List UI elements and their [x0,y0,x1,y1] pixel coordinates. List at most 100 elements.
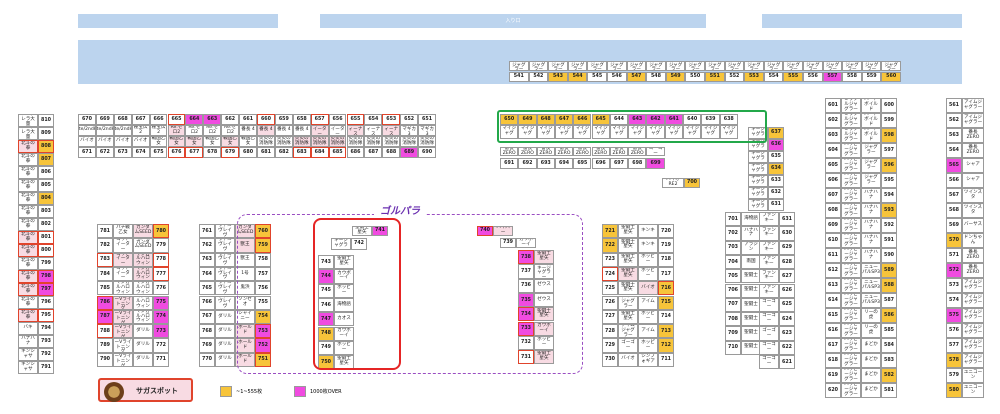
left-model-cell[interactable]: バキ [18,322,38,335]
model-cell[interactable]: マジカルハロウィン [133,309,153,325]
col637-model-cell[interactable]: ファンキージャグラー [748,127,768,139]
model-cell[interactable]: ニューパルSP3 [861,293,881,308]
number-cell[interactable]: 613 [825,278,841,293]
number-cell[interactable]: 567 [946,188,962,203]
number-cell[interactable]: 752 [255,338,271,353]
upper-number-cell[interactable]: 682 [274,147,293,158]
model-cell[interactable]: 聖闘士星矢 [534,307,554,322]
model-cell[interactable]: ガンダムSEED [133,238,153,253]
number-cell[interactable]: 564 [946,143,962,158]
number-cell[interactable]: 578 [946,353,962,368]
number-cell[interactable]: 743 [318,255,334,270]
number-cell[interactable]: 765 [199,281,215,296]
model-cell[interactable]: ゼウス [534,278,554,293]
upper-number-cell[interactable]: 667 [131,114,150,125]
upper-number-cell[interactable]: 672 [95,147,114,158]
upper-number-cell[interactable]: 668 [113,114,132,125]
green-number-cell[interactable]: 644 [609,114,629,125]
number-cell[interactable]: 609 [825,218,841,233]
top-number-cell[interactable]: 559 [861,72,882,82]
number-cell[interactable]: 581 [881,383,897,398]
number-cell[interactable]: 779 [153,238,169,253]
number-cell[interactable]: 773 [153,324,169,339]
model-cell[interactable]: ソンセオ [235,295,255,310]
left-model-cell[interactable]: 北斗の拳 [18,140,38,153]
upper-number-cell[interactable]: 655 [346,114,365,125]
left-number-cell[interactable]: 810 [38,114,54,127]
number-cell[interactable]: 710 [725,340,741,355]
left-model-cell[interactable]: シンデレラ大量 [18,114,38,127]
green-number-cell[interactable]: 691 [500,158,519,169]
upper-model-cell[interactable]: 番長 4 [239,125,257,136]
upper-number-cell[interactable]: 653 [382,114,401,125]
top-number-cell[interactable]: 552 [724,72,745,82]
number-cell[interactable]: 629 [779,240,795,255]
green-number-cell[interactable]: 641 [664,114,683,125]
number-cell[interactable]: 714 [658,309,674,325]
model-cell[interactable]: 番長ZERO [962,263,984,278]
number-cell[interactable]: 758 [255,252,271,267]
number-cell[interactable]: 628 [779,254,795,270]
green-number-cell[interactable]: 638 [719,114,738,125]
upper-number-cell[interactable]: 666 [149,114,168,125]
top-model-cell[interactable]: アイムジャグラー [861,61,882,71]
green-model-cell[interactable]: マイジャグ [701,125,720,139]
number-cell[interactable]: 705 [725,269,741,284]
model-cell[interactable]: 聖闘士 [741,297,761,313]
upper-number-cell[interactable]: 690 [418,147,436,158]
number-cell[interactable]: 749 [318,340,334,356]
green-model-cell[interactable]: マイジャグ [536,125,555,139]
number-cell[interactable]: 619 [825,368,841,383]
number-cell[interactable]: 735 [518,292,534,308]
number-cell[interactable]: 767 [199,309,215,325]
top-number-cell[interactable]: 544 [567,72,588,82]
upper-model-cell[interactable]: ゴッドイーター [310,125,329,136]
model-cell[interactable]: シンフォギア [638,352,658,367]
number-cell[interactable]: 756 [255,281,271,296]
col637-number-cell[interactable]: 633 [768,175,784,187]
number-cell[interactable]: 772 [153,338,169,353]
top-number-cell[interactable]: 543 [548,72,568,82]
upper-model-cell[interactable]: 戦国乙女 [167,136,186,147]
green-number-cell[interactable]: 696 [591,158,610,169]
number-cell[interactable]: 746 [318,297,334,313]
number-cell[interactable]: 717 [658,266,674,282]
green-model-cell[interactable]: 番長ZERO [628,147,647,156]
top-number-cell[interactable]: 548 [646,72,666,82]
gorupara-number-cell[interactable]: 742 [351,238,367,250]
model-cell[interactable]: ハッピージャグラー [841,188,861,203]
model-cell[interactable]: ハッピージャグラー [841,308,861,323]
model-cell[interactable]: ゴーゴー [759,355,779,370]
number-cell[interactable]: 574 [946,293,962,308]
number-cell[interactable]: 768 [199,324,215,339]
upper-model-cell[interactable]: 炎炎の消防隊 [292,136,311,147]
number-cell[interactable]: 624 [779,312,795,327]
green-model-cell[interactable]: 番長ZERO [518,147,537,156]
green-model-cell[interactable]: マイジャグ [500,125,519,139]
left-number-cell[interactable]: 795 [38,309,54,322]
upper-number-cell[interactable]: 681 [257,147,275,158]
number-cell[interactable]: 579 [946,368,962,383]
model-cell[interactable]: リーの虎 [861,308,881,323]
model-cell[interactable]: マジカルハロウィン [133,295,153,310]
model-cell[interactable]: 聖闘士星矢 [618,281,638,296]
number-cell[interactable]: 606 [825,173,841,188]
top-number-cell[interactable]: 557 [822,72,843,82]
upper-model-cell[interactable]: Re:ゼロ2 [167,125,186,136]
upper-number-cell[interactable]: 684 [310,147,329,158]
model-cell[interactable]: ハナハナ [861,203,881,218]
upper-model-cell[interactable]: 戦国乙女 [149,136,168,147]
upper-number-cell[interactable]: 651 [418,114,436,125]
number-cell[interactable]: 576 [946,323,962,338]
model-cell[interactable]: ハッピージャグラー [841,338,861,353]
number-cell[interactable]: 563 [946,128,962,143]
model-cell[interactable]: ゴーゴー [618,338,638,353]
left-number-cell[interactable]: 802 [38,218,54,231]
upper-number-cell[interactable]: 671 [78,147,96,158]
left-model-cell[interactable]: 北斗の拳 [18,309,38,322]
number-cell[interactable]: 599 [881,113,897,128]
col637-number-cell[interactable]: 636 [768,139,784,151]
model-cell[interactable]: 番長ZERO [962,248,984,263]
upper-model-cell[interactable]: 炎炎の消防隊 [274,136,293,147]
left-number-cell[interactable]: 809 [38,127,54,140]
